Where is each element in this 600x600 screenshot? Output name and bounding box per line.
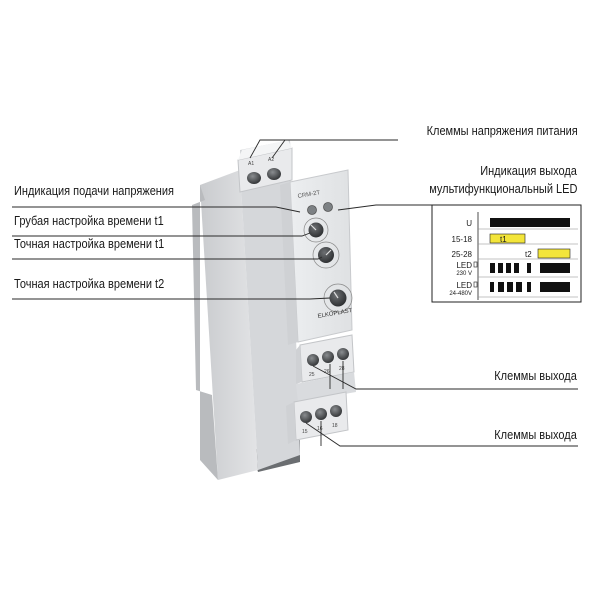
screw-26-icon	[322, 351, 334, 363]
terminal-label: 18	[332, 423, 338, 429]
top-terminal-block: A1 A2	[237, 140, 293, 193]
terminal-label: 25	[309, 372, 315, 378]
device-side	[200, 170, 258, 480]
power-indication-label: Индикация подачи напряжения	[14, 184, 174, 198]
terminal-label: A1	[248, 161, 254, 167]
terminal-label: 16	[317, 426, 323, 432]
timing-row-label: LED	[456, 281, 472, 290]
t1-label: t1	[500, 235, 507, 244]
terminal-label: A2	[268, 157, 274, 163]
fine-t1-label: Точная настройка времени t1	[14, 237, 165, 251]
output-terminals-label-2: Клеммы выхода	[494, 428, 577, 442]
timing-row-label: LED	[456, 261, 472, 270]
power-led-icon	[307, 205, 317, 215]
output-led-icon	[323, 202, 333, 212]
timing-row-sublabel: 230 V	[456, 271, 472, 277]
timing-row-label: 25-28	[452, 250, 473, 259]
t1-pulse	[489, 233, 526, 244]
led2-pulses	[490, 282, 570, 292]
t2-pulse	[537, 248, 571, 259]
leader-lines	[12, 139, 578, 447]
screw-a2-icon	[267, 168, 281, 180]
coarse-t1-label: Грубая настройка времени t1	[14, 214, 164, 228]
timing-row-sublabel: 24-480V	[449, 291, 472, 297]
terminal-label: 15	[302, 429, 308, 435]
timing-row-label: U	[466, 219, 472, 228]
output-indication-label-line2: мультифункциональный LED	[428, 182, 577, 196]
screw-25-icon	[307, 354, 319, 366]
output-indication-label-line1: Индикация выхода	[480, 164, 577, 178]
terminal-label: 28	[339, 366, 345, 372]
screw-a1-icon	[247, 172, 261, 184]
output-terminals-label-1: Клеммы выхода	[494, 369, 577, 383]
timing-row-label: 15-18	[452, 235, 473, 244]
fine-t2-label: Точная настройка времени t2	[14, 277, 165, 291]
screw-16-icon	[315, 408, 327, 420]
screw-28-icon	[337, 348, 349, 360]
t2-label: t2	[525, 250, 532, 259]
screw-15-icon	[300, 411, 312, 423]
bottom-terminal-block: 15 16 18	[286, 391, 349, 444]
led1-pulses	[490, 263, 570, 273]
model-label: CRM-2T	[297, 190, 321, 200]
screw-18-icon	[330, 405, 342, 417]
u-signal	[490, 218, 570, 227]
terminal-label: 26	[324, 369, 330, 375]
led-indicators	[307, 202, 333, 215]
supply-terminals-label: Клеммы напряжения питания	[426, 124, 578, 138]
